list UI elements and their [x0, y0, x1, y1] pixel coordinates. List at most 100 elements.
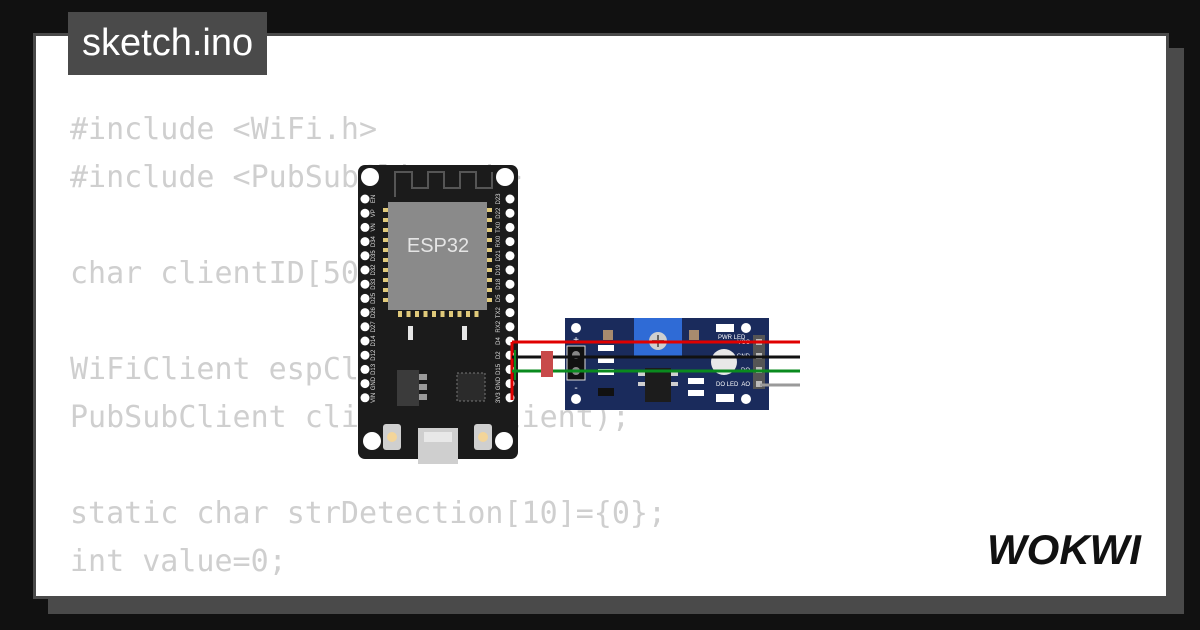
- board-pin[interactable]: [360, 251, 370, 261]
- sensor-module[interactable]: + - PWR LED DO LED VCCGNDDOAO: [565, 318, 769, 410]
- chip-pad: [383, 258, 388, 262]
- chip-pad: [487, 268, 492, 272]
- board-pin[interactable]: [360, 393, 370, 403]
- pin-label: D35: [371, 250, 377, 262]
- pin-label: D4: [496, 337, 502, 345]
- board-pin[interactable]: [360, 364, 370, 374]
- chip-pad: [383, 228, 388, 232]
- pin-label: D19: [496, 264, 502, 276]
- pin-label: TX0: [496, 221, 502, 233]
- pwr-led-label: PWR LED: [718, 335, 746, 341]
- chip-pad: [487, 218, 492, 222]
- board-pin[interactable]: [360, 194, 370, 204]
- chip-pad: [383, 248, 388, 252]
- pin-label: D33: [371, 278, 377, 290]
- pin-label: D12: [371, 349, 377, 361]
- pin-label: D27: [371, 321, 377, 333]
- pin-label: D2: [496, 351, 502, 359]
- file-tab-label: sketch.ino: [82, 22, 254, 64]
- chip-label: ESP32: [407, 235, 469, 257]
- chip-pad: [383, 288, 388, 292]
- pin-label: TX2: [496, 306, 502, 318]
- pin-label: D32: [371, 264, 377, 276]
- board-pin[interactable]: [505, 237, 515, 247]
- pin-label: D15: [496, 363, 502, 375]
- code-line: int value=0;: [70, 544, 287, 579]
- pin-label: VP: [371, 209, 377, 217]
- chip-pad: [383, 268, 388, 272]
- file-tab[interactable]: sketch.ino: [68, 12, 268, 75]
- board-pin[interactable]: [360, 265, 370, 275]
- chip-pad: [383, 218, 388, 222]
- board-pin[interactable]: [360, 293, 370, 303]
- chip-pad: [487, 288, 492, 292]
- editor-card: #include <WiFi.h>#include <PubSubClient.…: [33, 33, 1169, 599]
- board-pin[interactable]: [360, 308, 370, 318]
- do-led-label: DO LED: [716, 382, 739, 388]
- board-pin[interactable]: [505, 222, 515, 232]
- pin-label: VN: [371, 223, 377, 231]
- chip-pad: [383, 278, 388, 282]
- pin-label: D13: [371, 363, 377, 375]
- board-pin[interactable]: [360, 279, 370, 289]
- board-pin[interactable]: [360, 208, 370, 218]
- pin-label: D23: [496, 193, 502, 205]
- chip-pad: [383, 238, 388, 242]
- pin-label: D5: [496, 294, 502, 302]
- board-pin[interactable]: [505, 279, 515, 289]
- wires: [510, 340, 800, 400]
- code-line: #include <WiFi.h>: [70, 112, 378, 147]
- pin-label: 3V3: [496, 392, 502, 403]
- chip-pad: [457, 311, 462, 317]
- pin-label: D26: [371, 306, 377, 318]
- pin-label: VIN: [371, 393, 377, 403]
- pin-label: EN: [371, 195, 377, 203]
- pin-label: D34: [371, 235, 377, 247]
- chip-pad: [398, 311, 402, 317]
- board-pin[interactable]: [505, 293, 515, 303]
- pin-label: RX0: [496, 235, 502, 247]
- chip-pad: [474, 311, 479, 317]
- pin-label: GND: [371, 376, 377, 390]
- chip-pad: [432, 311, 436, 317]
- board-pin[interactable]: [360, 336, 370, 346]
- board-pin[interactable]: [505, 208, 515, 218]
- pin-label: D18: [496, 278, 502, 290]
- board-pin[interactable]: [360, 222, 370, 232]
- board-pin[interactable]: [505, 322, 515, 332]
- chip-pad: [423, 311, 428, 317]
- board-pin[interactable]: [505, 265, 515, 275]
- code-line: static char strDetection[10]={0};: [70, 496, 667, 531]
- chip-pad: [487, 278, 492, 282]
- chip-pad: [449, 311, 453, 317]
- pin-label: D25: [371, 292, 377, 304]
- sensor-header-pin[interactable]: [756, 381, 762, 387]
- board-pin[interactable]: [505, 194, 515, 204]
- chip-pad: [487, 258, 492, 262]
- chip-pad: [487, 238, 492, 242]
- pin-label: D22: [496, 207, 502, 219]
- chip-pad: [383, 298, 388, 302]
- esp32-board[interactable]: ESP32 ENVPVND34D35D32D33D25D26D27D14D12D…: [358, 165, 518, 464]
- board-pin[interactable]: [505, 251, 515, 261]
- chip-pad: [383, 208, 388, 212]
- chip-pad: [415, 311, 419, 317]
- wokwi-logo: WOKWI: [987, 526, 1142, 573]
- chip-pad: [487, 248, 492, 252]
- chip-pad: [487, 228, 492, 232]
- polarity-minus: -: [574, 383, 577, 394]
- board-pin[interactable]: [505, 308, 515, 318]
- chip-pad: [466, 311, 470, 317]
- code-line: char clientID[50];: [70, 256, 396, 291]
- resistor[interactable]: [541, 351, 553, 377]
- pin-label: D21: [496, 250, 502, 262]
- pin-label: RX2: [496, 320, 502, 332]
- sensor-pin-label: AO: [741, 382, 750, 388]
- wokwi-logo-text: WOKWI: [987, 526, 1142, 573]
- board-pin[interactable]: [360, 237, 370, 247]
- board-pin[interactable]: [360, 379, 370, 389]
- pin-label: GND: [496, 376, 502, 390]
- pin-label: D14: [371, 335, 377, 347]
- board-pin[interactable]: [360, 350, 370, 360]
- board-pin[interactable]: [360, 322, 370, 332]
